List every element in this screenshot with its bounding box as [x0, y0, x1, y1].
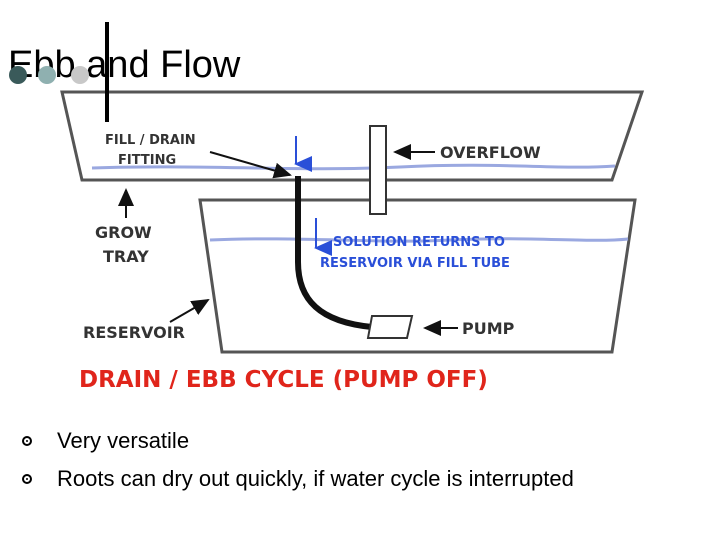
label-solution-1: SOLUTION RETURNS TO [333, 235, 505, 250]
bullet-list: Very versatile Roots can dry out quickly… [22, 422, 574, 498]
label-grow-1: GROW [95, 223, 152, 242]
pump-shape [366, 315, 414, 339]
bullet-item: Very versatile [22, 422, 574, 460]
decor-dot-2 [38, 66, 56, 84]
decor-dot-1 [9, 66, 27, 84]
ring-bullet-icon [22, 436, 32, 446]
bullet-item: Roots can dry out quickly, if water cycl… [22, 460, 574, 498]
label-reservoir: RESERVOIR [83, 323, 185, 342]
overflow-pipe [369, 125, 387, 215]
fill-tube [295, 176, 373, 330]
diagram-caption: DRAIN / EBB CYCLE (PUMP OFF) [79, 367, 488, 393]
label-fill-drain-1: FILL / DRAIN [105, 133, 196, 148]
bullet-text: Roots can dry out quickly, if water cycl… [57, 466, 574, 491]
label-fill-drain-2: FITTING [118, 153, 176, 168]
decor-dot-3 [71, 66, 89, 84]
tray-water-line [91, 163, 616, 171]
label-overflow: OVERFLOW [440, 143, 541, 162]
label-grow-2: TRAY [103, 247, 149, 266]
bullet-text: Very versatile [57, 428, 190, 453]
ring-bullet-icon [22, 474, 32, 484]
label-solution-2: RESERVOIR VIA FILL TUBE [320, 256, 510, 271]
title-vertical-bar [105, 22, 109, 122]
reservoir-water-line [209, 237, 629, 243]
arrow-reservoir [169, 298, 210, 323]
label-pump: PUMP [462, 319, 515, 338]
arrow-fill-drain [209, 151, 292, 179]
grow-tray-shape [60, 90, 645, 182]
